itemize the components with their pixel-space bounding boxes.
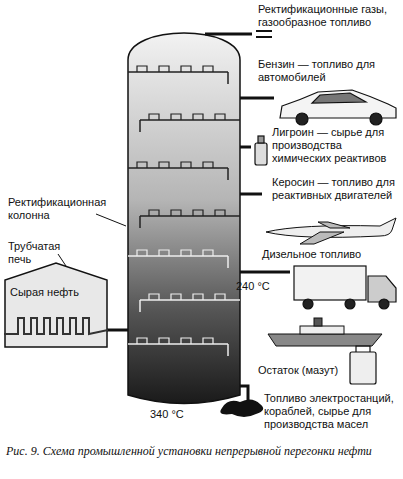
product-label: Керосин — топливо для реактивных двигате… bbox=[272, 176, 400, 202]
product-label: Бензин — топливо для автомобилей bbox=[258, 58, 400, 84]
figure-caption: Рис. 9. Схема промышленной установки неп… bbox=[6, 444, 398, 458]
part-label: Трубчатая печь bbox=[8, 240, 68, 266]
distillation-column bbox=[128, 33, 240, 404]
furnace-shape: Сырая нефть bbox=[4, 262, 108, 348]
canister-icon bbox=[350, 346, 376, 384]
product-label: Ректификационные газы, газообразное топл… bbox=[258, 3, 400, 29]
temperature-label: 240 °C bbox=[236, 280, 292, 293]
truck-icon bbox=[294, 266, 396, 309]
furnace-outline bbox=[4, 262, 108, 348]
outlet-pipes bbox=[106, 34, 290, 400]
part-label: Ректификационная колонна bbox=[8, 196, 98, 222]
gas-symbol bbox=[256, 31, 272, 37]
ship-icon bbox=[268, 318, 382, 346]
airplane-icon bbox=[266, 218, 396, 244]
car-icon bbox=[280, 90, 396, 125]
temperature-label: 340 °C bbox=[150, 408, 210, 421]
bottle-icon bbox=[255, 136, 267, 165]
furnace-label: Сырая нефть bbox=[4, 262, 108, 299]
column-trays bbox=[128, 66, 240, 356]
leader-line bbox=[96, 214, 126, 226]
product-label: Дизельное топливо bbox=[262, 248, 400, 261]
product-label: Топливо электростанций, кораблей, сырье … bbox=[264, 392, 400, 432]
fuel-oil-blob bbox=[220, 399, 263, 417]
product-label: Лигроин — сырье для производства химичес… bbox=[272, 126, 400, 166]
product-label: Остаток (мазут) bbox=[258, 364, 346, 377]
